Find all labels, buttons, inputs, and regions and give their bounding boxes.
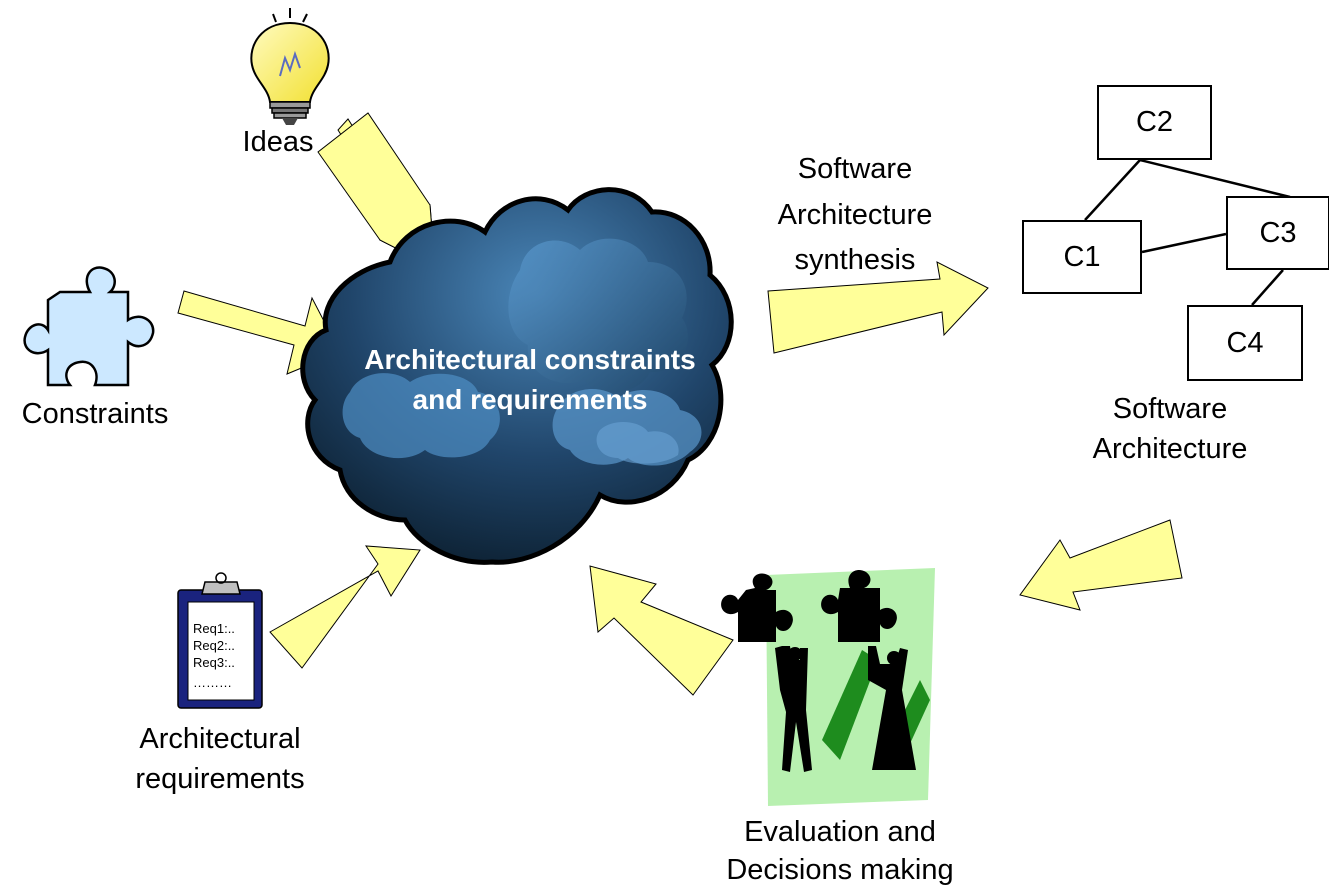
synthesis-arrow xyxy=(767,261,989,354)
ideas-label: Ideas xyxy=(242,126,314,158)
component-c4: C4 xyxy=(1187,305,1303,381)
puzzle-piece-icon xyxy=(23,266,155,387)
constraints-label: Constraints xyxy=(21,398,169,430)
clipboard-line-4: ……… xyxy=(193,675,232,690)
requirements-cloud xyxy=(300,187,734,565)
edge-c2-c3 xyxy=(1139,158,1291,199)
evaluation-arrow xyxy=(589,565,734,696)
cloud-title-line1: Architectural constraints xyxy=(364,344,696,375)
clipboard-line-2: Req2:.. xyxy=(193,638,235,653)
cloud-title-line2: and requirements xyxy=(412,384,648,415)
component-c3: C3 xyxy=(1226,196,1329,270)
clipboard-icon xyxy=(177,572,263,709)
component-c2: C2 xyxy=(1097,85,1212,160)
component-c1: C1 xyxy=(1022,220,1142,294)
cloud-title: Architectural constraints and requiremen… xyxy=(300,340,760,420)
edge-c2-c1 xyxy=(1084,159,1141,221)
evaluation-figures-icon xyxy=(721,568,935,806)
arch-requirements-label-line2: requirements xyxy=(135,763,305,795)
clipboard-line-3: Req3:.. xyxy=(193,655,235,670)
synthesis-label-line3: synthesis xyxy=(794,244,916,276)
evaluation-label-line2: Decisions making xyxy=(726,854,954,886)
synthesis-label-line2: Architecture xyxy=(777,199,933,231)
lightbulb-icon xyxy=(250,8,330,125)
software-architecture-label-line1: Software xyxy=(1112,393,1228,425)
clipboard-line-1: Req1:.. xyxy=(193,621,235,636)
edge-c1-c3 xyxy=(1141,232,1227,254)
edge-c3-c4 xyxy=(1251,269,1284,306)
requirements-arrow xyxy=(269,545,421,669)
synthesis-label-line1: Software xyxy=(797,153,913,185)
arch-requirements-label-line1: Architectural xyxy=(139,723,301,755)
feedback-arrow xyxy=(1019,519,1183,611)
evaluation-label-line1: Evaluation and xyxy=(744,816,936,848)
software-architecture-label-line2: Architecture xyxy=(1092,433,1248,465)
